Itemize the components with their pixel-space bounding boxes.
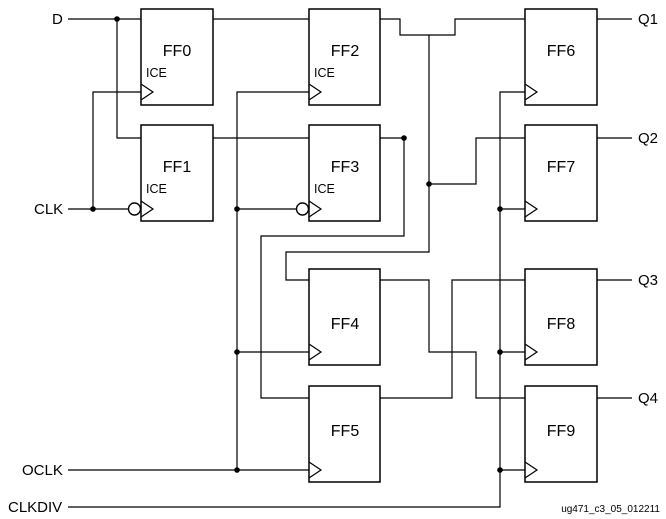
wire-ff2-to-ff6 [380,18,525,36]
junction-dot [497,349,503,355]
clock-triangle-icon [140,83,155,101]
clock-triangle-icon [308,200,323,218]
ff1-name: FF1 [163,159,192,176]
ff7-box [524,124,598,222]
clock-triangle-icon [308,461,323,479]
ff6-name: FF6 [547,43,576,60]
ff0-box [140,8,214,106]
ff6-box [524,8,598,106]
junction-dot [234,206,240,212]
ff3-block: FF3 ICE [295,124,381,222]
junction-dot [114,16,120,22]
ff9-box [524,385,598,483]
ff2-box [308,8,381,106]
wire-clkdiv [68,91,525,508]
ff3-box [308,124,381,222]
junction-dot [497,206,503,212]
label-q1: Q1 [638,11,658,28]
junction-dot [234,467,240,473]
ff6-block: FF6 [524,8,598,106]
junction-dot [90,206,96,212]
ff0-name: FF0 [163,43,192,60]
clock-triangle-icon [308,83,323,101]
ff8-name: FF8 [547,316,576,333]
label-q3: Q3 [638,272,658,289]
ff5-box [308,385,381,483]
ff1-block: FF1 ICE [127,124,214,222]
wire-ff5-to-ff8 [380,279,525,399]
label-q4: Q4 [638,390,658,407]
wire-clk-to-ff0 [92,91,141,209]
ff1-ice: ICE [146,182,167,196]
junction-dot [401,135,407,141]
wire-d-to-ff1 [116,19,141,139]
inverter-bubble-icon [127,202,142,216]
clock-triangle-icon [524,200,539,218]
ff0-block: FF0 ICE [140,8,214,106]
junction-dot [234,349,240,355]
wire-ff2-to-ff7 [429,137,525,185]
label-q2: Q2 [638,130,658,147]
signal-labels: D CLK OCLK CLKDIV Q1 Q2 Q3 Q4 [8,11,658,516]
ff2-block: FF2 ICE [308,8,381,106]
ff7-block: FF7 [524,124,598,222]
ff4-name: FF4 [331,316,360,333]
ff7-name: FF7 [547,159,576,176]
ff0-ice: ICE [146,66,167,80]
junctions [90,16,503,473]
clock-triangle-icon [140,200,155,218]
wire-oclk-vertical [236,91,309,470]
inverter-bubble-icon [295,202,310,216]
label-d: D [52,11,63,28]
wire-ff3-to-ff5 [260,137,405,399]
clock-triangle-icon [524,343,539,361]
ff2-ice: ICE [314,66,335,80]
ff8-block: FF8 [524,268,598,366]
junction-dot [497,467,503,473]
clock-triangle-icon [308,343,323,361]
ff3-name: FF3 [331,159,360,176]
figure-code: ug471_c3_05_012211 [561,504,660,515]
label-clk: CLK [34,201,63,218]
clock-triangle-icon [524,83,539,101]
clock-triangle-icon [524,461,539,479]
ff5-block: FF5 [308,385,381,483]
ff8-box [524,268,598,366]
wire-ff2-to-ff4 [285,35,430,281]
ff4-block: FF4 [308,268,381,366]
wires [68,18,632,508]
ff3-ice: ICE [314,182,335,196]
ff2-name: FF2 [331,43,360,60]
ff4-box [308,268,381,366]
ff9-name: FF9 [547,423,576,440]
junction-dot [426,181,432,187]
label-clkdiv: CLKDIV [8,499,62,516]
ff5-name: FF5 [331,423,360,440]
ff9-block: FF9 [524,385,598,483]
label-oclk: OCLK [22,462,63,479]
ff1-box [140,124,214,222]
